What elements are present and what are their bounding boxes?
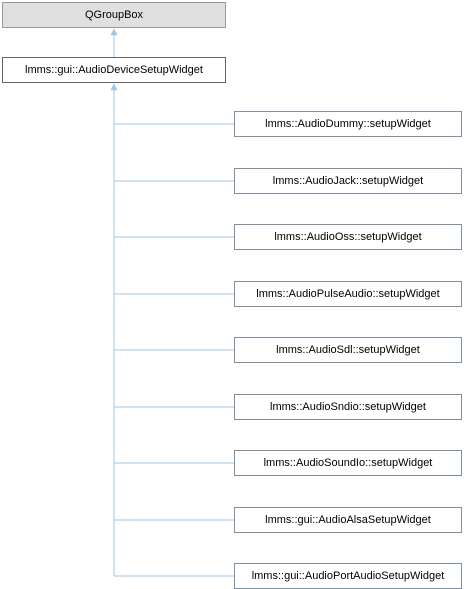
node-lmms-audiosoundio-setupwidget[interactable]: lmms::AudioSoundIo::setupWidget <box>234 450 462 476</box>
node-qgroupbox-label: QGroupBox <box>84 9 144 21</box>
node-label: lmms::gui::AudioPortAudioSetupWidget <box>251 570 445 582</box>
node-label: lmms::AudioPulseAudio::setupWidget <box>256 288 440 300</box>
node-label: lmms::AudioSoundIo::setupWidget <box>263 457 433 469</box>
node-lmms-audiopulseaudio-setupwidget[interactable]: lmms::AudioPulseAudio::setupWidget <box>234 281 462 307</box>
node-label: lmms::AudioOss::setupWidget <box>274 231 422 243</box>
node-label: lmms::AudioJack::setupWidget <box>272 175 424 187</box>
node-lmms-gui-audioalsasetupwidget[interactable]: lmms::gui::AudioAlsaSetupWidget <box>234 507 462 533</box>
node-label: lmms::AudioDummy::setupWidget <box>265 118 431 130</box>
node-lmms-audiosdl-setupwidget[interactable]: lmms::AudioSdl::setupWidget <box>234 337 462 363</box>
node-lmms-audiooss-setupwidget[interactable]: lmms::AudioOss::setupWidget <box>234 224 462 250</box>
node-audio-device-setup-widget[interactable]: lmms::gui::AudioDeviceSetupWidget <box>2 57 226 83</box>
node-lmms-audiojack-setupwidget[interactable]: lmms::AudioJack::setupWidget <box>234 168 462 194</box>
node-label: lmms::gui::AudioAlsaSetupWidget <box>265 514 431 526</box>
node-lmms-audiosndio-setupwidget[interactable]: lmms::AudioSndio::setupWidget <box>234 394 462 420</box>
node-lmms-gui-audioportaudiosetupwidget[interactable]: lmms::gui::AudioPortAudioSetupWidget <box>234 563 462 589</box>
node-qgroupbox[interactable]: QGroupBox <box>2 2 226 28</box>
node-label: lmms::AudioSdl::setupWidget <box>276 344 420 356</box>
node-audio-device-setup-widget-label: lmms::gui::AudioDeviceSetupWidget <box>25 64 203 76</box>
node-label: lmms::AudioSndio::setupWidget <box>270 401 426 413</box>
node-lmms-audiodummy-setupwidget[interactable]: lmms::AudioDummy::setupWidget <box>234 111 462 137</box>
